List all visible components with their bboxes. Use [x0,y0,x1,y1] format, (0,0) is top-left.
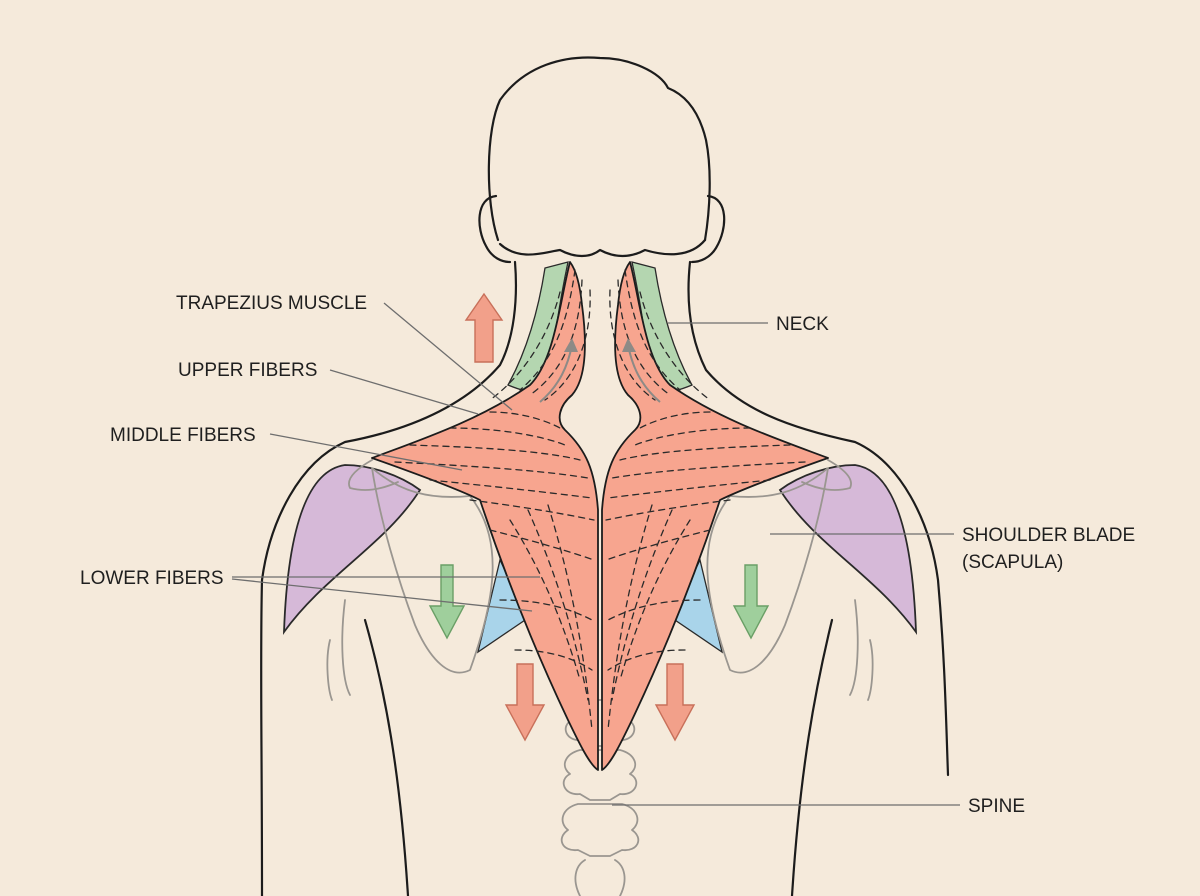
label-middle-fibers: MIDDLE FIBERS [110,425,256,446]
right-upper-fiber-arrowhead [622,338,636,352]
label-scapula: (SCAPULA) [962,552,1063,573]
left-arm-contour-2 [341,599,351,696]
label-upper-fibers: UPPER FIBERS [178,360,317,381]
neck-outline-right [687,260,950,777]
left-ear [478,194,512,264]
right-acromion [801,459,852,491]
leader-lower-fibers-2 [231,578,533,612]
left-acromion [348,459,399,491]
left-arm-contour [326,639,333,701]
elevation-arrow-up [464,292,504,363]
left-upper-fiber-arrowhead [564,338,578,352]
leader-upper-fibers [329,369,479,415]
leader-trapezius [383,302,513,411]
fibers-right [605,269,806,731]
left-deltoid [282,464,422,635]
right-arm-inner [790,618,834,896]
label-spine: SPINE [968,796,1025,817]
trapezius-left [371,261,599,771]
head-outline [487,56,711,242]
right-arm-contour [867,639,874,701]
right-deltoid [778,464,918,635]
right-ear [690,194,726,264]
trapezius-right [601,261,829,771]
left-depression-arrow-down [504,663,546,742]
left-arm-inner [363,618,410,896]
left-scapula [371,467,494,674]
hairline [498,238,707,258]
label-neck: NECK [776,314,829,335]
right-arm-contour-2 [849,599,859,696]
label-shoulder-blade: SHOULDER BLADE [962,525,1135,546]
label-trapezius: TRAPEZIUS MUSCLE [176,293,367,314]
label-lower-fibers: LOWER FIBERS [80,568,224,589]
neck-outline-left [260,260,518,896]
right-depression-arrow-down [654,663,696,742]
leader-middle-fibers [269,433,463,471]
right-scapula-arrow-down [732,564,770,640]
right-scapula [706,467,829,674]
